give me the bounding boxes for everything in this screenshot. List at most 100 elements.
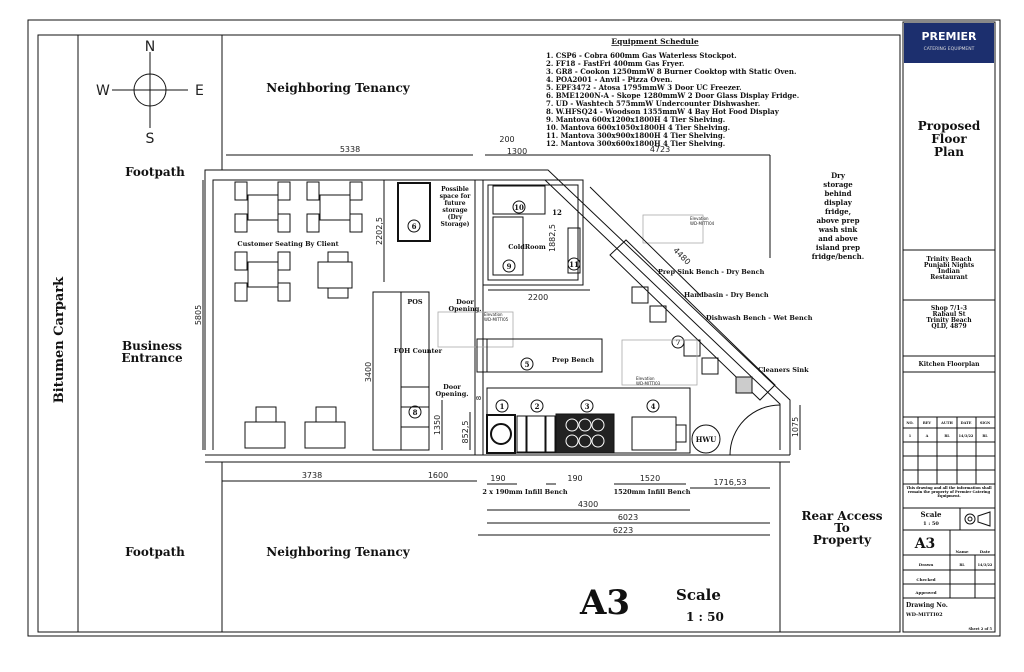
svg-text:Drawn: Drawn <box>919 562 934 567</box>
cooking-line: 1 2 3 4 <box>486 387 691 454</box>
svg-text:11. Mantova 300x900x1800H 4 Ti: 11. Mantova 300x900x1800H 4 Tier Shelvin… <box>546 131 725 140</box>
svg-text:wash sink: wash sink <box>818 225 858 234</box>
svg-text:Shop 7/1-3: Shop 7/1-3 <box>931 305 967 312</box>
svg-text:8: 8 <box>475 396 483 400</box>
svg-text:6. BME1200N-A - Skope 1280mmW: 6. BME1200N-A - Skope 1280mmW 2 Door Gla… <box>546 91 799 100</box>
bitumen-carpark-label: Bitumen Carpark <box>52 276 67 403</box>
svg-text:POS: POS <box>407 298 423 306</box>
svg-text:5338: 5338 <box>340 145 360 154</box>
svg-text:Indian: Indian <box>938 268 961 275</box>
svg-text:above prep: above prep <box>817 216 860 225</box>
rear-access-label-2: To <box>834 521 850 535</box>
svg-text:Prep Bench: Prep Bench <box>552 356 595 364</box>
svg-text:2202,5: 2202,5 <box>375 217 384 245</box>
cleaners-sink-label: Cleaners Sink <box>758 366 809 374</box>
svg-text:QLD, 4879: QLD, 4879 <box>931 323 966 330</box>
svg-text:9. Mantova 600x1200x1800H 4 Ti: 9. Mantova 600x1200x1800H 4 Tier Shelvin… <box>546 115 725 124</box>
business-entrance-label-1: Business <box>122 339 182 353</box>
scale-label: Scale <box>676 586 721 604</box>
svg-text:3. GR8 - Cookon 1250mmW 8 Burn: 3. GR8 - Cookon 1250mmW 8 Burner Cooktop… <box>546 67 796 76</box>
svg-text:5805: 5805 <box>194 305 203 325</box>
svg-text:1075: 1075 <box>791 417 800 437</box>
svg-text:Dry: Dry <box>831 171 846 180</box>
table-group <box>234 251 291 302</box>
dishwash-label: Dishwash Bench - Wet Bench <box>706 314 813 322</box>
table-group <box>304 406 346 449</box>
svg-text:REV: REV <box>923 421 932 425</box>
svg-text:NO.: NO. <box>906 421 913 425</box>
svg-text:Sheet 2 of 5: Sheet 2 of 5 <box>968 627 992 631</box>
svg-text:1. CSP6 - Cobra 600mm Gas Wate: 1. CSP6 - Cobra 600mm Gas Waterless Stoc… <box>546 51 737 60</box>
svg-text:DATE: DATE <box>961 421 972 425</box>
svg-text:1 : 50: 1 : 50 <box>923 521 939 527</box>
svg-text:(Dry: (Dry <box>448 214 463 221</box>
svg-text:RL: RL <box>982 434 988 438</box>
infill-1520-label: 1520mm Infill Bench <box>614 488 691 496</box>
svg-text:6023: 6023 <box>618 513 638 522</box>
door-opening-2: Door <box>443 383 461 391</box>
svg-text:2. FF18 - FastFri 400mm Gas Fr: 2. FF18 - FastFri 400mm Gas Fryer. <box>546 59 684 68</box>
outer-frame <box>27 19 1001 637</box>
svg-text:3738: 3738 <box>302 471 322 480</box>
elevation-marker-1: Elevation WD-MITTI04 <box>642 214 715 244</box>
svg-text:W: W <box>96 83 110 99</box>
svg-text:CATERING EQUIPMENT: CATERING EQUIPMENT <box>924 46 975 52</box>
svg-text:behind: behind <box>824 189 851 198</box>
sheet-size-label: A3 <box>579 583 630 623</box>
equipment-schedule: Equipment Schedule 1. CSP6 - Cobra 600mm… <box>546 37 799 148</box>
svg-text:3: 3 <box>585 402 590 411</box>
svg-text:3400: 3400 <box>364 362 373 382</box>
pos-counter: 8 POS FOH Counter <box>372 291 443 451</box>
table-group <box>306 181 363 233</box>
hot-water-unit: HWU <box>691 424 721 454</box>
table-group <box>234 181 291 233</box>
prep-sink-bench-label: Prep Sink Bench - Dry Bench <box>658 268 765 276</box>
svg-text:WD-MITTI02: WD-MITTI02 <box>905 612 943 618</box>
table-group <box>317 251 353 299</box>
premier-logo <box>904 23 994 63</box>
svg-text:Punjabi Nights: Punjabi Nights <box>924 262 975 269</box>
svg-text:11: 11 <box>569 260 579 269</box>
svg-text:9: 9 <box>507 262 512 271</box>
svg-text:4: 4 <box>651 402 656 411</box>
door-opening-1: Door <box>456 298 474 306</box>
svg-text:Scale: Scale <box>921 510 943 519</box>
rear-access-label-3: Property <box>813 533 872 547</box>
svg-text:4300: 4300 <box>578 500 598 509</box>
svg-text:6223: 6223 <box>613 526 633 535</box>
svg-text:Restaurant: Restaurant <box>930 274 968 281</box>
dry-storage-note: Dry storage behind display fridge, above… <box>812 171 864 261</box>
svg-text:1716,53: 1716,53 <box>713 478 746 487</box>
svg-text:AUTH: AUTH <box>940 421 953 425</box>
svg-text:A3: A3 <box>914 536 936 552</box>
svg-text:Rabaul St: Rabaul St <box>933 311 966 318</box>
svg-text:Approved: Approved <box>914 590 936 595</box>
svg-text:HWU: HWU <box>696 435 717 444</box>
cold-room-label: ColdRoom <box>508 243 546 251</box>
svg-text:Trinity Beach: Trinity Beach <box>926 317 972 324</box>
svg-text:future: future <box>444 200 465 207</box>
svg-text:Elevation: Elevation <box>636 376 655 381</box>
svg-text:2200: 2200 <box>528 293 548 302</box>
title-block: PREMIER CATERING EQUIPMENT Proposed Floo… <box>902 21 996 633</box>
svg-text:Proposed: Proposed <box>918 119 981 133</box>
svg-text:1520: 1520 <box>640 474 660 483</box>
svg-text:4480: 4480 <box>671 246 692 267</box>
neighboring-tenancy-top: Neighboring Tenancy <box>266 81 411 95</box>
svg-text:Elevation: Elevation <box>484 312 503 317</box>
svg-text:200: 200 <box>499 135 514 144</box>
possible-space-label: Possible space for future storage (Dry S… <box>440 186 472 228</box>
disclaimer-text: This drawing and all the information sha… <box>906 486 992 499</box>
svg-text:Date: Date <box>980 549 991 554</box>
svg-text:5. EPF3472 - Atosa 1795mmW 3 D: 5. EPF3472 - Atosa 1795mmW 3 Door UC Fre… <box>546 83 742 92</box>
building-walls <box>204 169 791 463</box>
table-group <box>244 406 286 449</box>
svg-text:14/3/22: 14/3/22 <box>959 434 974 438</box>
svg-text:Storage): Storage) <box>440 221 469 228</box>
svg-text:space for: space for <box>440 193 472 200</box>
svg-text:RL: RL <box>944 434 950 438</box>
svg-text:1600: 1600 <box>428 471 448 480</box>
svg-text:10: 10 <box>514 203 524 212</box>
svg-text:Drawing No.: Drawing No. <box>906 602 948 609</box>
